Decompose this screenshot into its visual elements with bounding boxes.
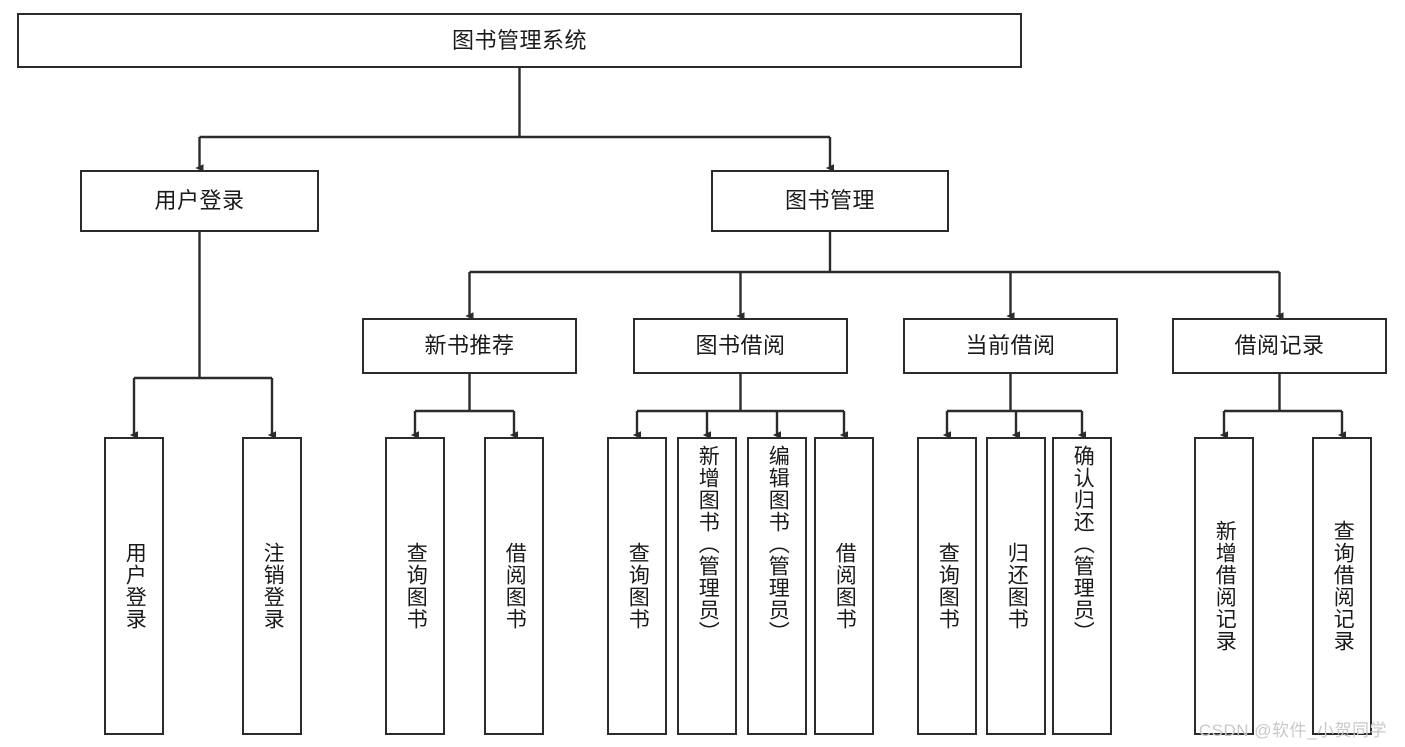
node-label: 借阅图书	[833, 542, 857, 630]
leaf-node-leaf-edit-book-admin[interactable]: 编辑图书（管理员）	[747, 437, 807, 735]
node-book-borrow[interactable]: 图书借阅	[633, 318, 848, 374]
node-label: 查询图书	[404, 542, 428, 630]
node-borrow-record[interactable]: 借阅记录	[1172, 318, 1387, 374]
node-label: 归还图书	[1005, 542, 1029, 630]
node-label: 确认归还（管理员）	[1071, 445, 1095, 643]
csdn-watermark: CSDN @软件_小贺同学	[1198, 721, 1387, 740]
node-current-borrow[interactable]: 当前借阅	[903, 318, 1118, 374]
leaf-node-leaf-logout[interactable]: 注销登录	[242, 437, 302, 735]
node-new-book-recommend[interactable]: 新书推荐	[362, 318, 577, 374]
node-label: 编辑图书（管理员）	[766, 445, 790, 643]
node-label: 新增借阅记录	[1213, 520, 1237, 652]
leaf-node-leaf-borrow-book-1[interactable]: 借阅图书	[484, 437, 544, 735]
node-label: 新书推荐	[424, 333, 515, 359]
node-label: 当前借阅	[965, 333, 1056, 359]
node-label: 借阅记录	[1234, 333, 1325, 359]
node-label: 图书管理系统	[451, 27, 587, 53]
node-root[interactable]: 图书管理系统	[17, 13, 1022, 68]
node-label: 借阅图书	[503, 542, 527, 630]
node-book-management[interactable]: 图书管理	[711, 170, 949, 232]
leaf-node-leaf-query-book-3[interactable]: 查询图书	[917, 437, 977, 735]
leaf-node-leaf-borrow-book-2[interactable]: 借阅图书	[814, 437, 874, 735]
leaf-node-leaf-query-book-2[interactable]: 查询图书	[607, 437, 667, 735]
node-label: 查询图书	[936, 542, 960, 630]
leaf-node-leaf-user-login[interactable]: 用户登录	[104, 437, 164, 735]
node-label: 查询图书	[626, 542, 650, 630]
leaf-node-leaf-return-book[interactable]: 归还图书	[986, 437, 1046, 735]
leaf-node-leaf-confirm-return[interactable]: 确认归还（管理员）	[1052, 437, 1112, 735]
node-user-login[interactable]: 用户登录	[80, 170, 319, 232]
node-label: 用户登录	[123, 542, 147, 630]
node-label: 图书借阅	[695, 333, 786, 359]
leaf-node-leaf-add-book-admin[interactable]: 新增图书（管理员）	[677, 437, 737, 735]
node-label: 查询借阅记录	[1331, 520, 1355, 652]
leaf-node-leaf-query-book-1[interactable]: 查询图书	[385, 437, 445, 735]
node-label: 新增图书（管理员）	[696, 445, 720, 643]
leaf-node-leaf-add-borrow-record[interactable]: 新增借阅记录	[1194, 437, 1254, 735]
node-label: 图书管理	[784, 188, 875, 214]
node-label: 用户登录	[154, 188, 245, 214]
node-label: 注销登录	[261, 542, 285, 630]
leaf-node-leaf-query-borrow-record[interactable]: 查询借阅记录	[1312, 437, 1372, 735]
